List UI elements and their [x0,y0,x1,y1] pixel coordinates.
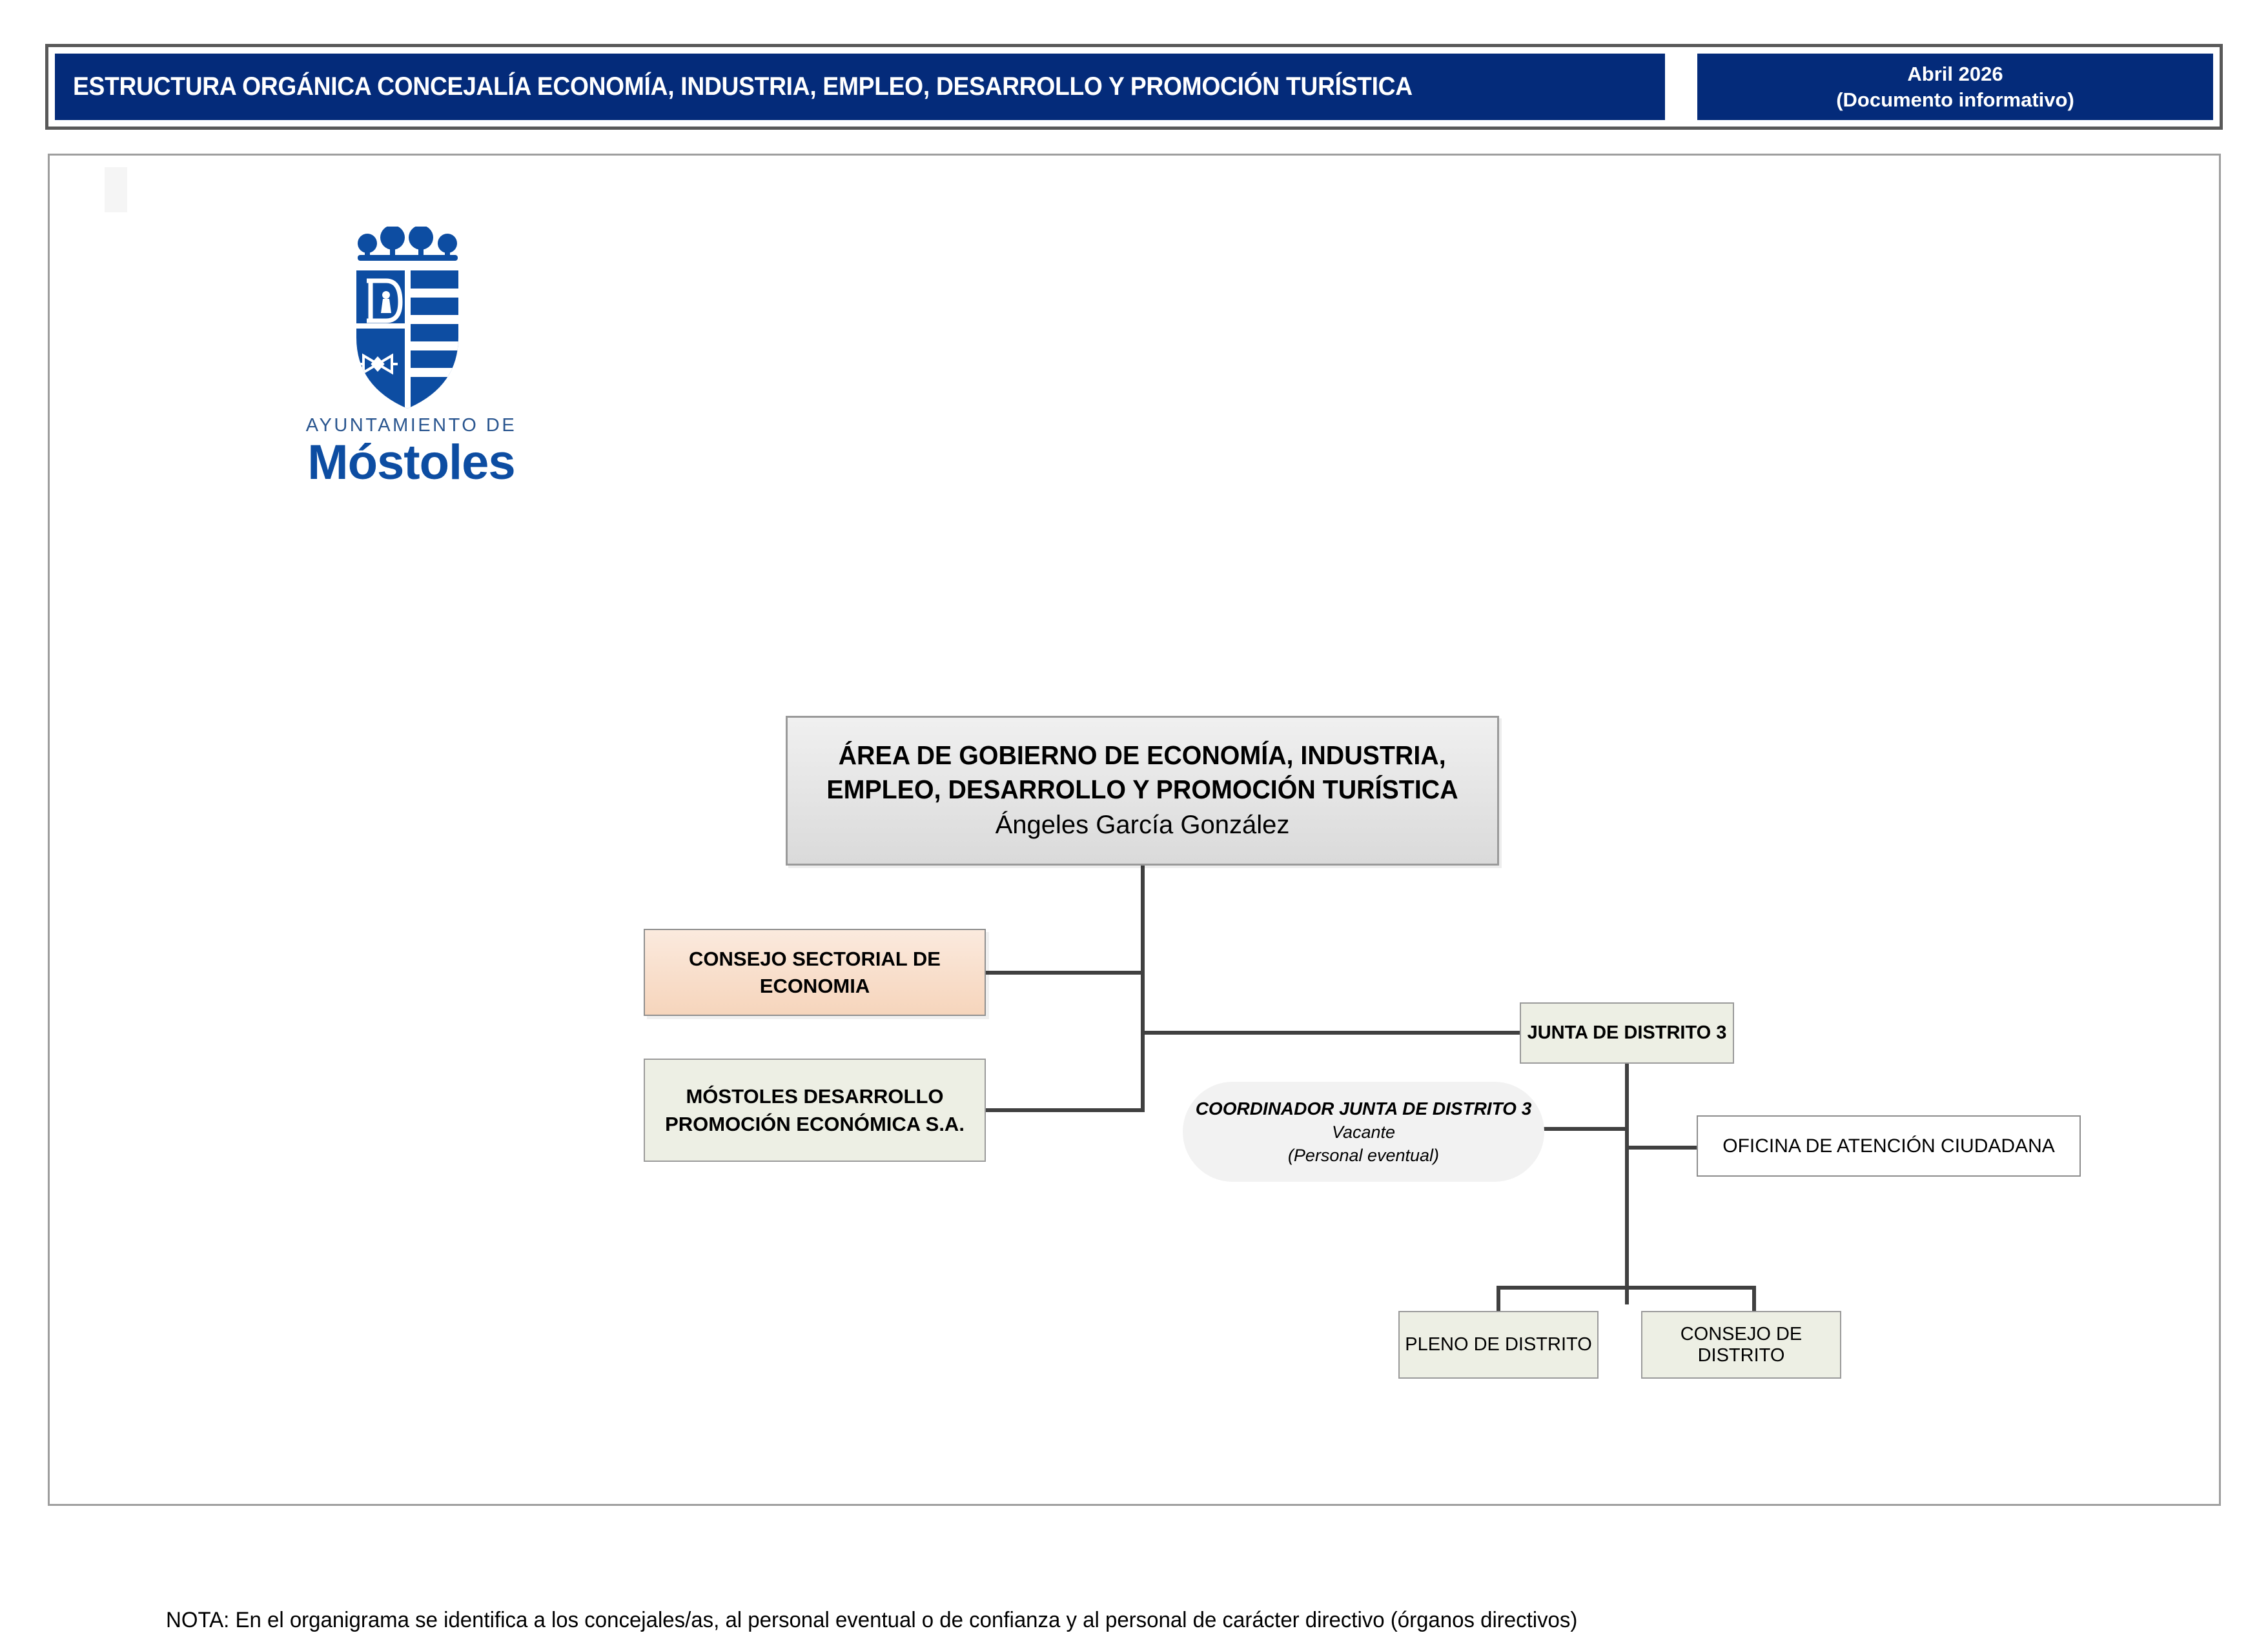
header-title-panel: ESTRUCTURA ORGÁNICA CONCEJALÍA ECONOMÍA,… [55,54,1665,120]
node-pleno-distrito-label: PLENO DE DISTRITO [1405,1334,1592,1355]
header-bar: ESTRUCTURA ORGÁNICA CONCEJALÍA ECONOMÍA,… [45,44,2223,130]
node-area-de-gobierno[interactable]: ÁREA DE GOBIERNO DE ECONOMÍA, INDUSTRIA,… [786,716,1499,866]
mostoles-coat-of-arms-icon [343,225,479,414]
node-mostoles-desarrollo-line2: PROMOCIÓN ECONÓMICA S.A. [665,1113,965,1135]
node-consejo-sectorial-line1: CONSEJO SECTORIAL DE [689,947,941,970]
node-mostoles-desarrollo[interactable]: MÓSTOLES DESARROLLO PROMOCIÓN ECONÓMICA … [644,1059,986,1162]
connector-drop-pleno [1497,1286,1500,1313]
connector-left-spine [1141,971,1145,1112]
connector-drop-consejo [1752,1286,1756,1313]
node-consejo-sectorial-line2: ECONOMIA [759,974,870,997]
node-pleno-de-distrito[interactable]: PLENO DE DISTRITO [1398,1311,1599,1379]
node-oficina-atencion-label: OFICINA DE ATENCIÓN CIUDADANA [1722,1135,2055,1157]
node-mostoles-desarrollo-line1: MÓSTOLES DESARROLLO [686,1085,944,1108]
node-coordinador-title: COORDINADOR JUNTA DE DISTRITO 3 [1195,1098,1532,1119]
connector-junta-trunk [1625,1062,1629,1304]
node-junta-distrito-label: JUNTA DE DISTRITO 3 [1527,1022,1727,1043]
header-date-panel: Abril 2026 (Documento informativo) [1697,54,2213,120]
page-title: ESTRUCTURA ORGÁNICA CONCEJALÍA ECONOMÍA,… [73,72,1413,101]
header-subtitle: (Documento informativo) [1836,88,2074,111]
node-coordinador-note: (Personal eventual) [1287,1145,1440,1165]
connector-distributor-bar [1497,1286,1756,1290]
connector-to-mostoles-desarrollo [984,1108,1143,1112]
node-area-title-line1: ÁREA DE GOBIERNO DE ECONOMÍA, INDUSTRIA, [838,740,1447,770]
footer-note: NOTA: En el organigrama se identifica a … [166,1608,1578,1632]
node-consejo-sectorial-economia[interactable]: CONSEJO SECTORIAL DE ECONOMIA [644,929,986,1016]
connector-to-coordinador [1541,1127,1627,1131]
content-frame: AYUNTAMIENTO DE Móstoles ÁREA DE GOBIERN… [48,154,2221,1632]
node-area-title-line2: EMPLEO, DESARROLLO Y PROMOCIÓN TURÍSTICA [826,775,1458,804]
connector-area-trunk [1141,866,1145,1059]
node-consejo-distrito-label: CONSEJO DE DISTRITO [1680,1323,1803,1366]
node-junta-distrito-3[interactable]: JUNTA DE DISTRITO 3 [1520,1002,1734,1064]
logo-text-mostoles: Móstoles [307,435,515,490]
node-coordinador-status: Vacante [1331,1122,1396,1142]
connector-to-consejo-sectorial [984,971,1143,975]
connector-to-oficina-atencion [1625,1146,1699,1150]
connector-to-junta-distrito [1141,1031,1522,1035]
node-consejo-de-distrito[interactable]: CONSEJO DE DISTRITO [1641,1311,1841,1379]
node-oficina-atencion-ciudadana[interactable]: OFICINA DE ATENCIÓN CIUDADANA [1697,1115,2081,1177]
logo-text-ayuntamiento: AYUNTAMIENTO DE [305,415,517,436]
frame-artifact [105,167,127,212]
logo: AYUNTAMIENTO DE Móstoles [276,225,547,504]
header-date: Abril 2026 [1907,62,2003,85]
node-area-person: Ángeles García González [995,811,1290,839]
node-coordinador-junta-distrito-3[interactable]: COORDINADOR JUNTA DE DISTRITO 3 Vacante … [1183,1082,1544,1182]
